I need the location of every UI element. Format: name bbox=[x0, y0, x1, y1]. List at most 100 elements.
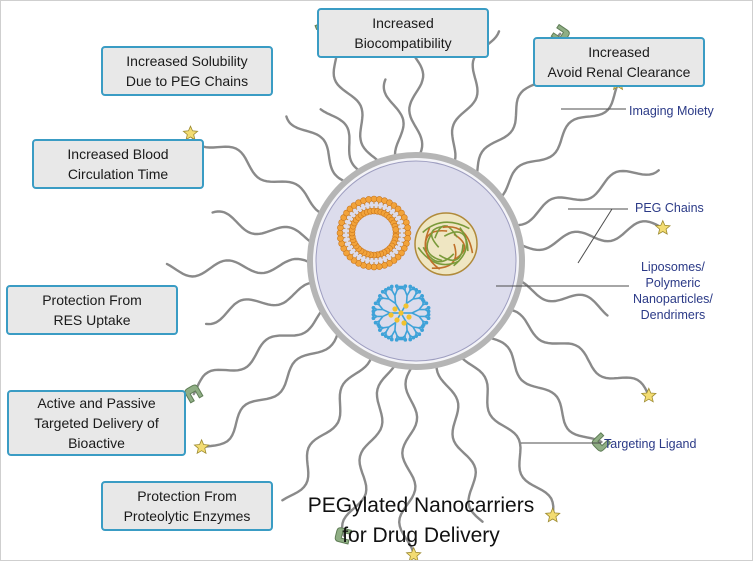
peg-chain bbox=[204, 281, 321, 326]
dendrimer-branch bbox=[405, 322, 408, 331]
dendrimer-end-group bbox=[414, 334, 419, 338]
callout-res-uptake-protection: Protection From RES Uptake bbox=[6, 285, 178, 335]
dendrimer-branch bbox=[391, 330, 396, 336]
dendrimer-branch bbox=[388, 321, 396, 328]
polymer-strand bbox=[434, 225, 458, 239]
dendrimer-end-group bbox=[386, 286, 391, 291]
dendrimer-end-group bbox=[373, 301, 378, 306]
label-peg-chains: PEG Chains bbox=[635, 201, 704, 215]
peg-chain bbox=[494, 82, 620, 203]
dendrimer-end-group bbox=[420, 297, 425, 302]
dendrimer-end-group bbox=[377, 297, 382, 302]
peg-chain bbox=[480, 333, 603, 444]
dendrimer-end-group bbox=[371, 316, 376, 321]
dendrimer-branch bbox=[382, 312, 391, 318]
dendrimer-end-group bbox=[420, 328, 424, 332]
peg-chain bbox=[165, 257, 319, 278]
dendrimer-end-group bbox=[371, 309, 376, 314]
dendrimer-end-group bbox=[420, 294, 424, 298]
dendrimer-end-group bbox=[417, 332, 422, 337]
dendrimer-branch bbox=[406, 290, 411, 296]
dendrimer-branch bbox=[406, 321, 414, 328]
drug-molecule bbox=[406, 314, 412, 320]
dendrimer-end-group bbox=[394, 338, 399, 342]
polymer-strand bbox=[438, 244, 464, 262]
nanocarrier-core bbox=[307, 152, 525, 370]
dendrimer-branch bbox=[412, 297, 419, 300]
dendrimer-end-group bbox=[383, 288, 388, 292]
peg-chain bbox=[340, 357, 400, 537]
dendrimer-end-group bbox=[400, 285, 404, 290]
star-icon bbox=[640, 387, 657, 403]
dendrimer-end-group bbox=[408, 284, 413, 289]
peg-chain bbox=[281, 348, 374, 502]
lipid-head bbox=[392, 226, 400, 233]
dendrimer-end-group bbox=[426, 309, 431, 314]
label-carrier-types: Liposomes/ Polymeric Nanoparticles/ Dend… bbox=[633, 260, 713, 322]
drug-molecule bbox=[398, 310, 404, 316]
star-icon bbox=[193, 438, 210, 455]
drug-molecule bbox=[394, 317, 400, 323]
lipid-head bbox=[404, 224, 411, 231]
drug-molecule bbox=[388, 312, 394, 318]
peg-chain bbox=[382, 78, 405, 165]
peg-chain bbox=[285, 115, 355, 186]
callout-increased-solubility: Increased Solubility Due to PEG Chains bbox=[101, 46, 273, 96]
dendrimer-end-group bbox=[373, 320, 378, 325]
polymer-strand bbox=[417, 247, 460, 266]
polymer-strand bbox=[424, 227, 441, 270]
dendrimer-end-group bbox=[376, 323, 381, 327]
polymer-strand bbox=[422, 221, 470, 234]
diagram-title: PEGylated Nanocarriers for Drug Delivery bbox=[307, 494, 535, 547]
dendrimer-branch bbox=[411, 312, 420, 318]
peg-chain bbox=[189, 132, 330, 217]
polymer-strand bbox=[426, 231, 443, 262]
imaging-moiety-icon bbox=[591, 432, 612, 452]
dendrimer-end-group bbox=[414, 288, 419, 292]
drug-molecule bbox=[401, 320, 407, 326]
peg-chain bbox=[456, 350, 555, 517]
polymer-strand bbox=[431, 243, 457, 269]
peg-chain bbox=[512, 220, 664, 252]
dendrimer-end-group bbox=[380, 332, 385, 337]
dendrimer-branch bbox=[388, 298, 396, 305]
dendrimer-branch bbox=[412, 326, 417, 333]
peg-chain bbox=[192, 304, 329, 396]
callout-proteolytic-protection: Protection From Proteolytic Enzymes bbox=[101, 481, 273, 531]
dendrimer-end-group bbox=[424, 301, 429, 306]
peg-chain bbox=[397, 358, 419, 557]
dendrimer-end-group bbox=[417, 289, 422, 294]
peg-chain bbox=[506, 169, 660, 227]
callout-avoid-renal-clearance: Increased Avoid Renal Clearance bbox=[533, 37, 705, 87]
dendrimer-branch bbox=[378, 304, 384, 311]
dendrimer-branch bbox=[405, 295, 408, 304]
dendrimer-end-group bbox=[371, 305, 376, 310]
dendrimer-branch bbox=[394, 295, 397, 304]
callout-blood-circulation-time: Increased Blood Circulation Time bbox=[32, 139, 204, 189]
dendrimer-end-group bbox=[426, 312, 431, 317]
dendrimer-end-group bbox=[389, 337, 394, 342]
imaging-moiety-icon bbox=[334, 527, 352, 545]
dendrimer-branch bbox=[411, 308, 420, 314]
dendrimer-end-group bbox=[394, 284, 399, 288]
dendrimer-end-group bbox=[378, 294, 382, 298]
dendrimer-end-group bbox=[389, 284, 394, 289]
dendrimer-end-group bbox=[383, 334, 388, 338]
dendrimer-branch bbox=[418, 315, 424, 322]
peg-chain bbox=[512, 278, 609, 317]
label-leader-lines bbox=[496, 108, 629, 444]
dendrimer-end-group bbox=[386, 335, 391, 340]
star-icon bbox=[182, 125, 199, 141]
dendrimer-end-group bbox=[426, 305, 431, 310]
dendrimer-end-group bbox=[380, 289, 385, 294]
dendrimer-branch bbox=[385, 293, 390, 300]
dendrimer-end-group bbox=[371, 312, 376, 317]
imaging-moiety-shape bbox=[591, 432, 612, 452]
dendrimer-end-group bbox=[403, 284, 408, 288]
dendrimer-branch bbox=[394, 322, 397, 331]
peg-chain bbox=[319, 108, 368, 177]
imaging-moiety-shape bbox=[334, 527, 352, 545]
star-icon bbox=[654, 219, 671, 235]
leader-line bbox=[577, 208, 613, 264]
